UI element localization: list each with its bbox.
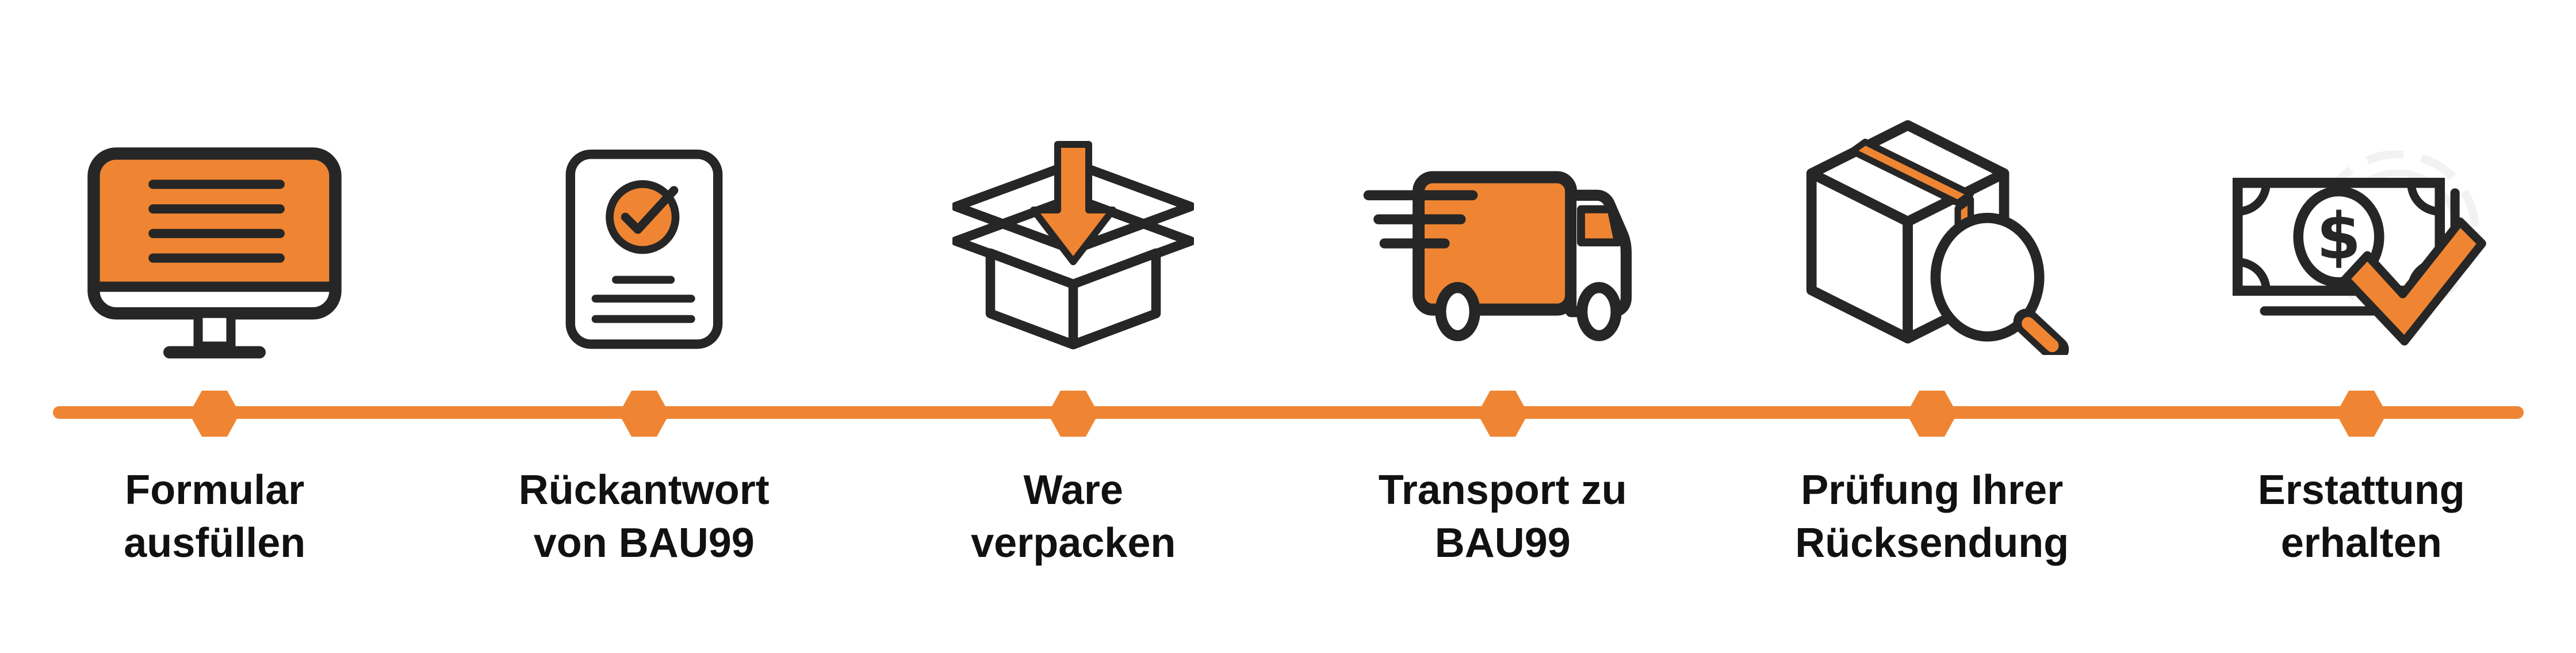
- step-item-erstattung: $ Erstattung erhalten: [2147, 0, 2576, 653]
- document-check-icon: [565, 149, 723, 349]
- step-label: Rückantwort von BAU99: [430, 464, 859, 570]
- box-magnifier-icon: [1806, 120, 2069, 355]
- step-label-line1: Formular: [125, 467, 305, 513]
- money-check-icon: $: [2232, 151, 2486, 346]
- open-box-arrow-icon: [952, 141, 1195, 350]
- step-label-line2: erhalten: [2280, 520, 2442, 566]
- dollar-sign: $: [2316, 200, 2360, 274]
- timeline-node-hexagon: [2336, 391, 2387, 437]
- step-item-verpacken: Ware verpacken: [859, 0, 1288, 653]
- step-label-line2: ausfüllen: [124, 520, 306, 566]
- step-label: Erstattung erhalten: [2147, 464, 2576, 570]
- step-label-line2: verpacken: [971, 520, 1176, 566]
- step-label-line1: Rückantwort: [518, 467, 770, 513]
- monitor-form-icon: [87, 147, 342, 359]
- step-label: Transport zu BAU99: [1288, 464, 1718, 570]
- step-label-line1: Prüfung Ihrer: [1801, 467, 2064, 513]
- step-item-pruefung: Prüfung Ihrer Rücksendung: [1717, 0, 2147, 653]
- step-label: Prüfung Ihrer Rücksendung: [1717, 464, 2147, 570]
- step-label-line2: von BAU99: [533, 520, 755, 566]
- step-item-formular: Formular ausfüllen: [0, 0, 430, 653]
- timeline-node-hexagon: [1907, 391, 1958, 437]
- timeline-node-hexagon: [618, 391, 669, 437]
- delivery-truck-icon: [1363, 171, 1632, 342]
- timeline-node-hexagon: [189, 391, 240, 437]
- step-label-line2: Rücksendung: [1795, 520, 2069, 566]
- step-icon-wrap: [1288, 0, 1718, 368]
- step-icon-wrap: [430, 0, 859, 368]
- step-label-line1: Erstattung: [2257, 467, 2465, 513]
- step-item-transport: Transport zu BAU99: [1288, 0, 1718, 653]
- step-icon-wrap: [1717, 0, 2147, 368]
- step-icon-wrap: $: [2147, 0, 2576, 368]
- step-label: Formular ausfüllen: [0, 464, 430, 570]
- step-label: Ware verpacken: [859, 464, 1288, 570]
- step-label-line1: Transport zu: [1378, 467, 1627, 513]
- step-icon-wrap: [859, 0, 1288, 368]
- step-label-line2: BAU99: [1434, 520, 1571, 566]
- timeline-node-hexagon: [1477, 391, 1528, 437]
- step-icon-wrap: [0, 0, 430, 368]
- step-item-rueckantwort: Rückantwort von BAU99: [430, 0, 859, 653]
- step-label-line1: Ware: [1023, 467, 1123, 513]
- timeline-node-hexagon: [1048, 391, 1099, 437]
- timeline-bar: [53, 406, 2524, 419]
